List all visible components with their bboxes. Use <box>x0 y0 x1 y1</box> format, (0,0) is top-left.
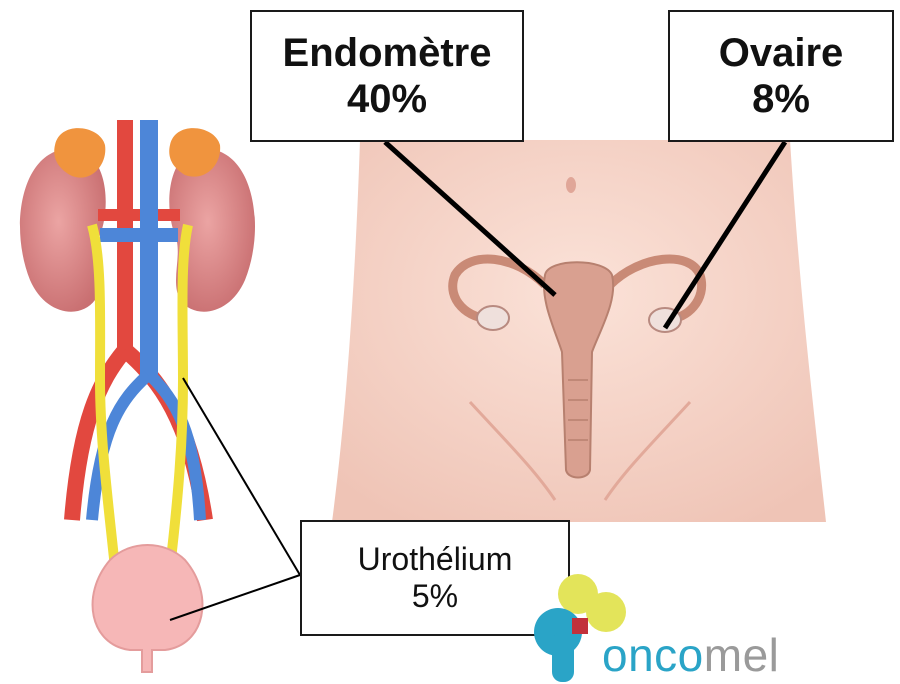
label-ovaire-percent: 8% <box>752 76 810 122</box>
label-urothelium-name: Urothélium <box>358 541 513 578</box>
oncomel-logo: oncomel <box>528 572 788 684</box>
label-urothelium-percent: 5% <box>412 578 458 615</box>
brand-part-onco: onco <box>602 629 704 681</box>
label-box-ovaire: Ovaire 8% <box>668 10 894 142</box>
urinary-system-illustration <box>20 120 255 672</box>
ovary-left <box>477 306 509 330</box>
oncomel-wordmark: oncomel <box>602 628 779 682</box>
label-endometre-percent: 40% <box>347 76 427 122</box>
label-box-endometre: Endomètre 40% <box>250 10 524 142</box>
label-ovaire-name: Ovaire <box>719 30 844 76</box>
navel <box>566 177 576 193</box>
label-endometre-name: Endomètre <box>283 30 492 76</box>
bladder <box>93 545 203 672</box>
vena-cava <box>140 120 158 380</box>
brand-part-mel: mel <box>704 629 780 681</box>
